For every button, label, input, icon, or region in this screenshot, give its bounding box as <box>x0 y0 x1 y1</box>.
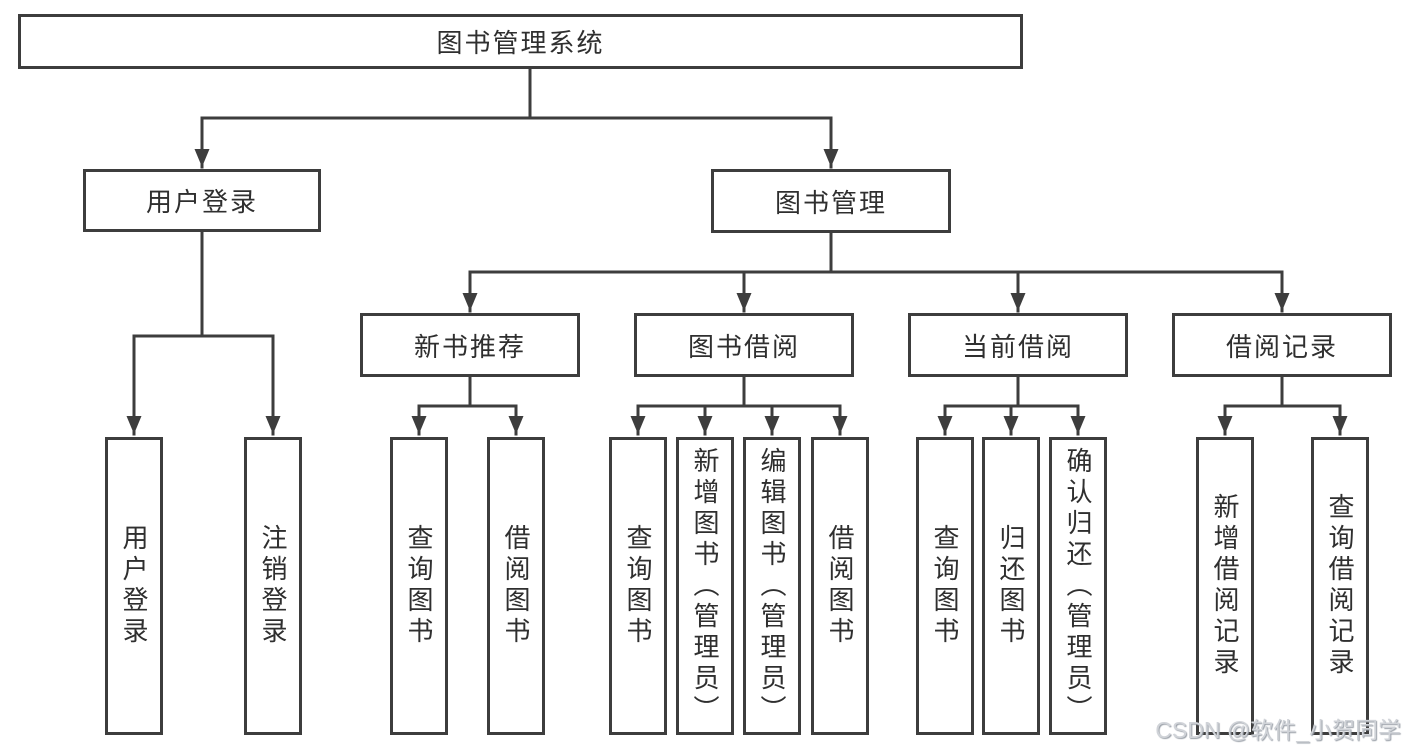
node-user-login: 用户登录 <box>83 169 321 232</box>
node-label: 图书管理系统 <box>436 28 605 58</box>
node-label: 借阅记录 <box>1225 331 1338 362</box>
leaf-label: 确认归还（管理员） <box>1063 446 1093 726</box>
leaf-query-books-current: 查询图书 <box>916 437 974 735</box>
leaf-label: 借阅图书 <box>825 524 855 648</box>
leaf-label: 注销登录 <box>258 524 288 648</box>
node-library-management-system: 图书管理系统 <box>18 14 1023 69</box>
node-borrowing-records: 借阅记录 <box>1172 313 1392 377</box>
leaf-add-borrow-record: 新增借阅记录 <box>1196 437 1254 735</box>
node-label: 当前借阅 <box>961 331 1074 362</box>
leaf-confirm-return-admin: 确认归还（管理员） <box>1049 437 1107 735</box>
node-label: 用户登录 <box>145 187 258 217</box>
node-label: 新书推荐 <box>413 331 526 362</box>
node-new-book-recommendation: 新书推荐 <box>360 313 580 377</box>
leaf-query-books-borrow: 查询图书 <box>609 437 667 735</box>
leaf-label: 借阅图书 <box>501 524 531 648</box>
leaf-user-login: 用户登录 <box>105 437 163 735</box>
leaf-label: 查询借阅记录 <box>1325 493 1355 679</box>
leaf-query-borrow-record: 查询借阅记录 <box>1311 437 1369 735</box>
leaf-label: 用户登录 <box>119 524 149 648</box>
leaf-add-book-admin: 新增图书（管理员） <box>676 437 734 735</box>
leaf-label: 归还图书 <box>996 524 1026 648</box>
leaf-label: 编辑图书（管理员） <box>757 446 787 726</box>
leaf-return-book: 归还图书 <box>982 437 1040 735</box>
csdn-watermark: CSDN @软件_小贺同学 <box>1155 717 1401 743</box>
leaf-edit-book-admin: 编辑图书（管理员） <box>743 437 801 735</box>
leaf-borrow-books: 借阅图书 <box>811 437 869 735</box>
leaf-logout: 注销登录 <box>244 437 302 735</box>
leaf-query-books-recommend: 查询图书 <box>390 437 448 735</box>
leaf-label: 新增图书（管理员） <box>690 446 720 726</box>
leaf-borrow-books-recommend: 借阅图书 <box>487 437 545 735</box>
leaf-label: 新增借阅记录 <box>1210 493 1240 679</box>
leaf-label: 查询图书 <box>930 524 960 648</box>
node-label: 图书借阅 <box>687 331 800 362</box>
node-label: 图书管理 <box>774 187 887 218</box>
leaf-label: 查询图书 <box>404 524 434 648</box>
leaf-label: 查询图书 <box>623 524 653 648</box>
node-book-management: 图书管理 <box>711 169 951 233</box>
node-book-borrowing: 图书借阅 <box>634 313 854 377</box>
node-current-borrowing: 当前借阅 <box>908 313 1128 377</box>
